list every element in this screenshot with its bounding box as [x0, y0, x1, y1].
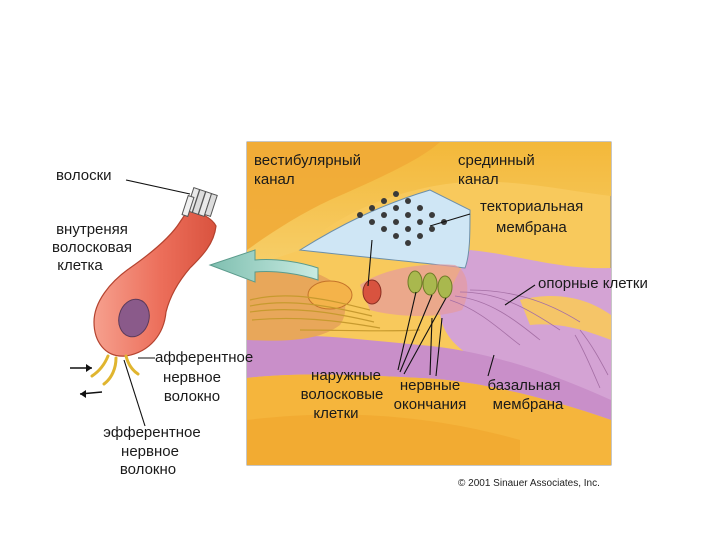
svg-text:вестибулярный: вестибулярный [254, 152, 361, 169]
label-efferent-fiber: эфферентное нервное волокно [103, 424, 201, 478]
hair-bundle-icon [182, 188, 217, 217]
svg-text:нервные: нервные [400, 377, 460, 394]
svg-text:волосковая: волосковая [52, 239, 132, 256]
svg-text:волосковые: волосковые [301, 386, 384, 403]
svg-text:волокно: волокно [120, 461, 176, 478]
svg-text:окончания: окончания [394, 396, 467, 413]
label-hairs: волоски [56, 167, 112, 184]
svg-text:канал: канал [254, 171, 295, 188]
svg-text:клетка: клетка [57, 257, 103, 274]
label-inner-hair-cell: внутреняя волосковая клетка [52, 221, 132, 274]
svg-text:мембрана: мембрана [493, 396, 564, 413]
efferent-direction-arrow [80, 390, 102, 398]
svg-text:нервное: нервное [163, 369, 221, 386]
svg-text:афферентное: афферентное [155, 349, 253, 366]
svg-text:нервное: нервное [121, 443, 179, 460]
svg-text:внутреняя: внутреняя [56, 221, 128, 238]
svg-text:текториальная: текториальная [480, 198, 583, 215]
afferent-direction-arrow [70, 364, 92, 372]
svg-text:мембрана: мембрана [496, 219, 567, 236]
svg-text:эфферентное: эфферентное [103, 424, 201, 441]
svg-text:канал: канал [458, 171, 499, 188]
inner-hair-cell [70, 188, 217, 398]
svg-text:опорные клетки: опорные клетки [538, 275, 648, 292]
svg-text:волокно: волокно [164, 388, 220, 405]
label-support-cells: опорные клетки [538, 275, 648, 292]
svg-text:волоски: волоски [56, 167, 112, 184]
svg-text:базальная: базальная [488, 377, 561, 394]
svg-text:наружные: наружные [311, 367, 381, 384]
svg-text:срединный: срединный [458, 152, 535, 169]
copyright-text: © 2001 Sinauer Associates, Inc. [458, 478, 600, 489]
label-afferent-fiber: афферентное нервное волокно [155, 349, 253, 405]
svg-text:клетки: клетки [313, 405, 358, 422]
